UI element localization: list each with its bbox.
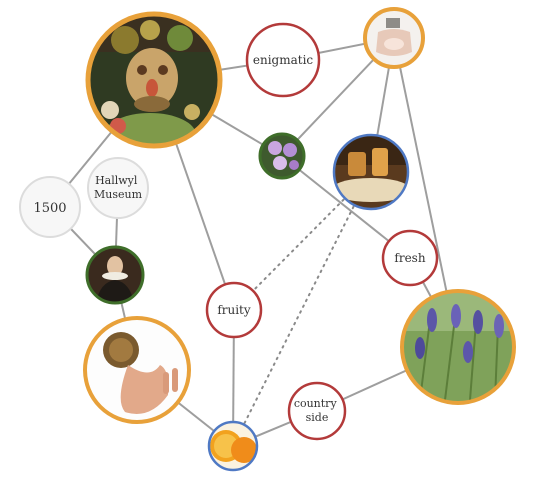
arcimboldo-portrait-node[interactable]: [85, 11, 223, 157]
fresh-node[interactable]: fresh: [381, 229, 439, 287]
enigmatic-label: enigmatic: [253, 53, 314, 67]
pomander-hand-node[interactable]: [83, 316, 191, 424]
dotted-edge-perfume-tray-orange: [232, 171, 372, 447]
countryside-node[interactable]: country side: [287, 381, 347, 441]
perfume-bottle-node[interactable]: [363, 7, 425, 69]
fresh-label: fresh: [394, 251, 425, 265]
hallwyl-museum-node[interactable]: Hallwyl Museum: [87, 157, 149, 219]
pomander-hand-icon: [85, 318, 189, 422]
lavender-field-node[interactable]: [400, 289, 516, 405]
enigmatic-node[interactable]: enigmatic: [245, 22, 321, 98]
orange-slice-node[interactable]: [207, 420, 259, 472]
year-1500-label: 1500: [33, 201, 66, 216]
fruity-node[interactable]: fruity: [205, 281, 263, 339]
perfume-tray-node[interactable]: [331, 133, 411, 211]
countryside-label: country side: [294, 397, 340, 424]
portrait-lady-icon: [87, 247, 143, 303]
year-1500-node[interactable]: 1500: [19, 176, 81, 238]
fruity-label: fruity: [217, 303, 251, 317]
orange-slice-icon: [209, 422, 257, 470]
portrait-lady-node[interactable]: [85, 245, 145, 305]
perfume-tray-icon: [334, 135, 408, 209]
hallwyl-museum-label: Hallwyl Museum: [94, 174, 143, 201]
lavender-field-icon: [402, 291, 514, 403]
purple-flowers-node[interactable]: [258, 132, 306, 180]
